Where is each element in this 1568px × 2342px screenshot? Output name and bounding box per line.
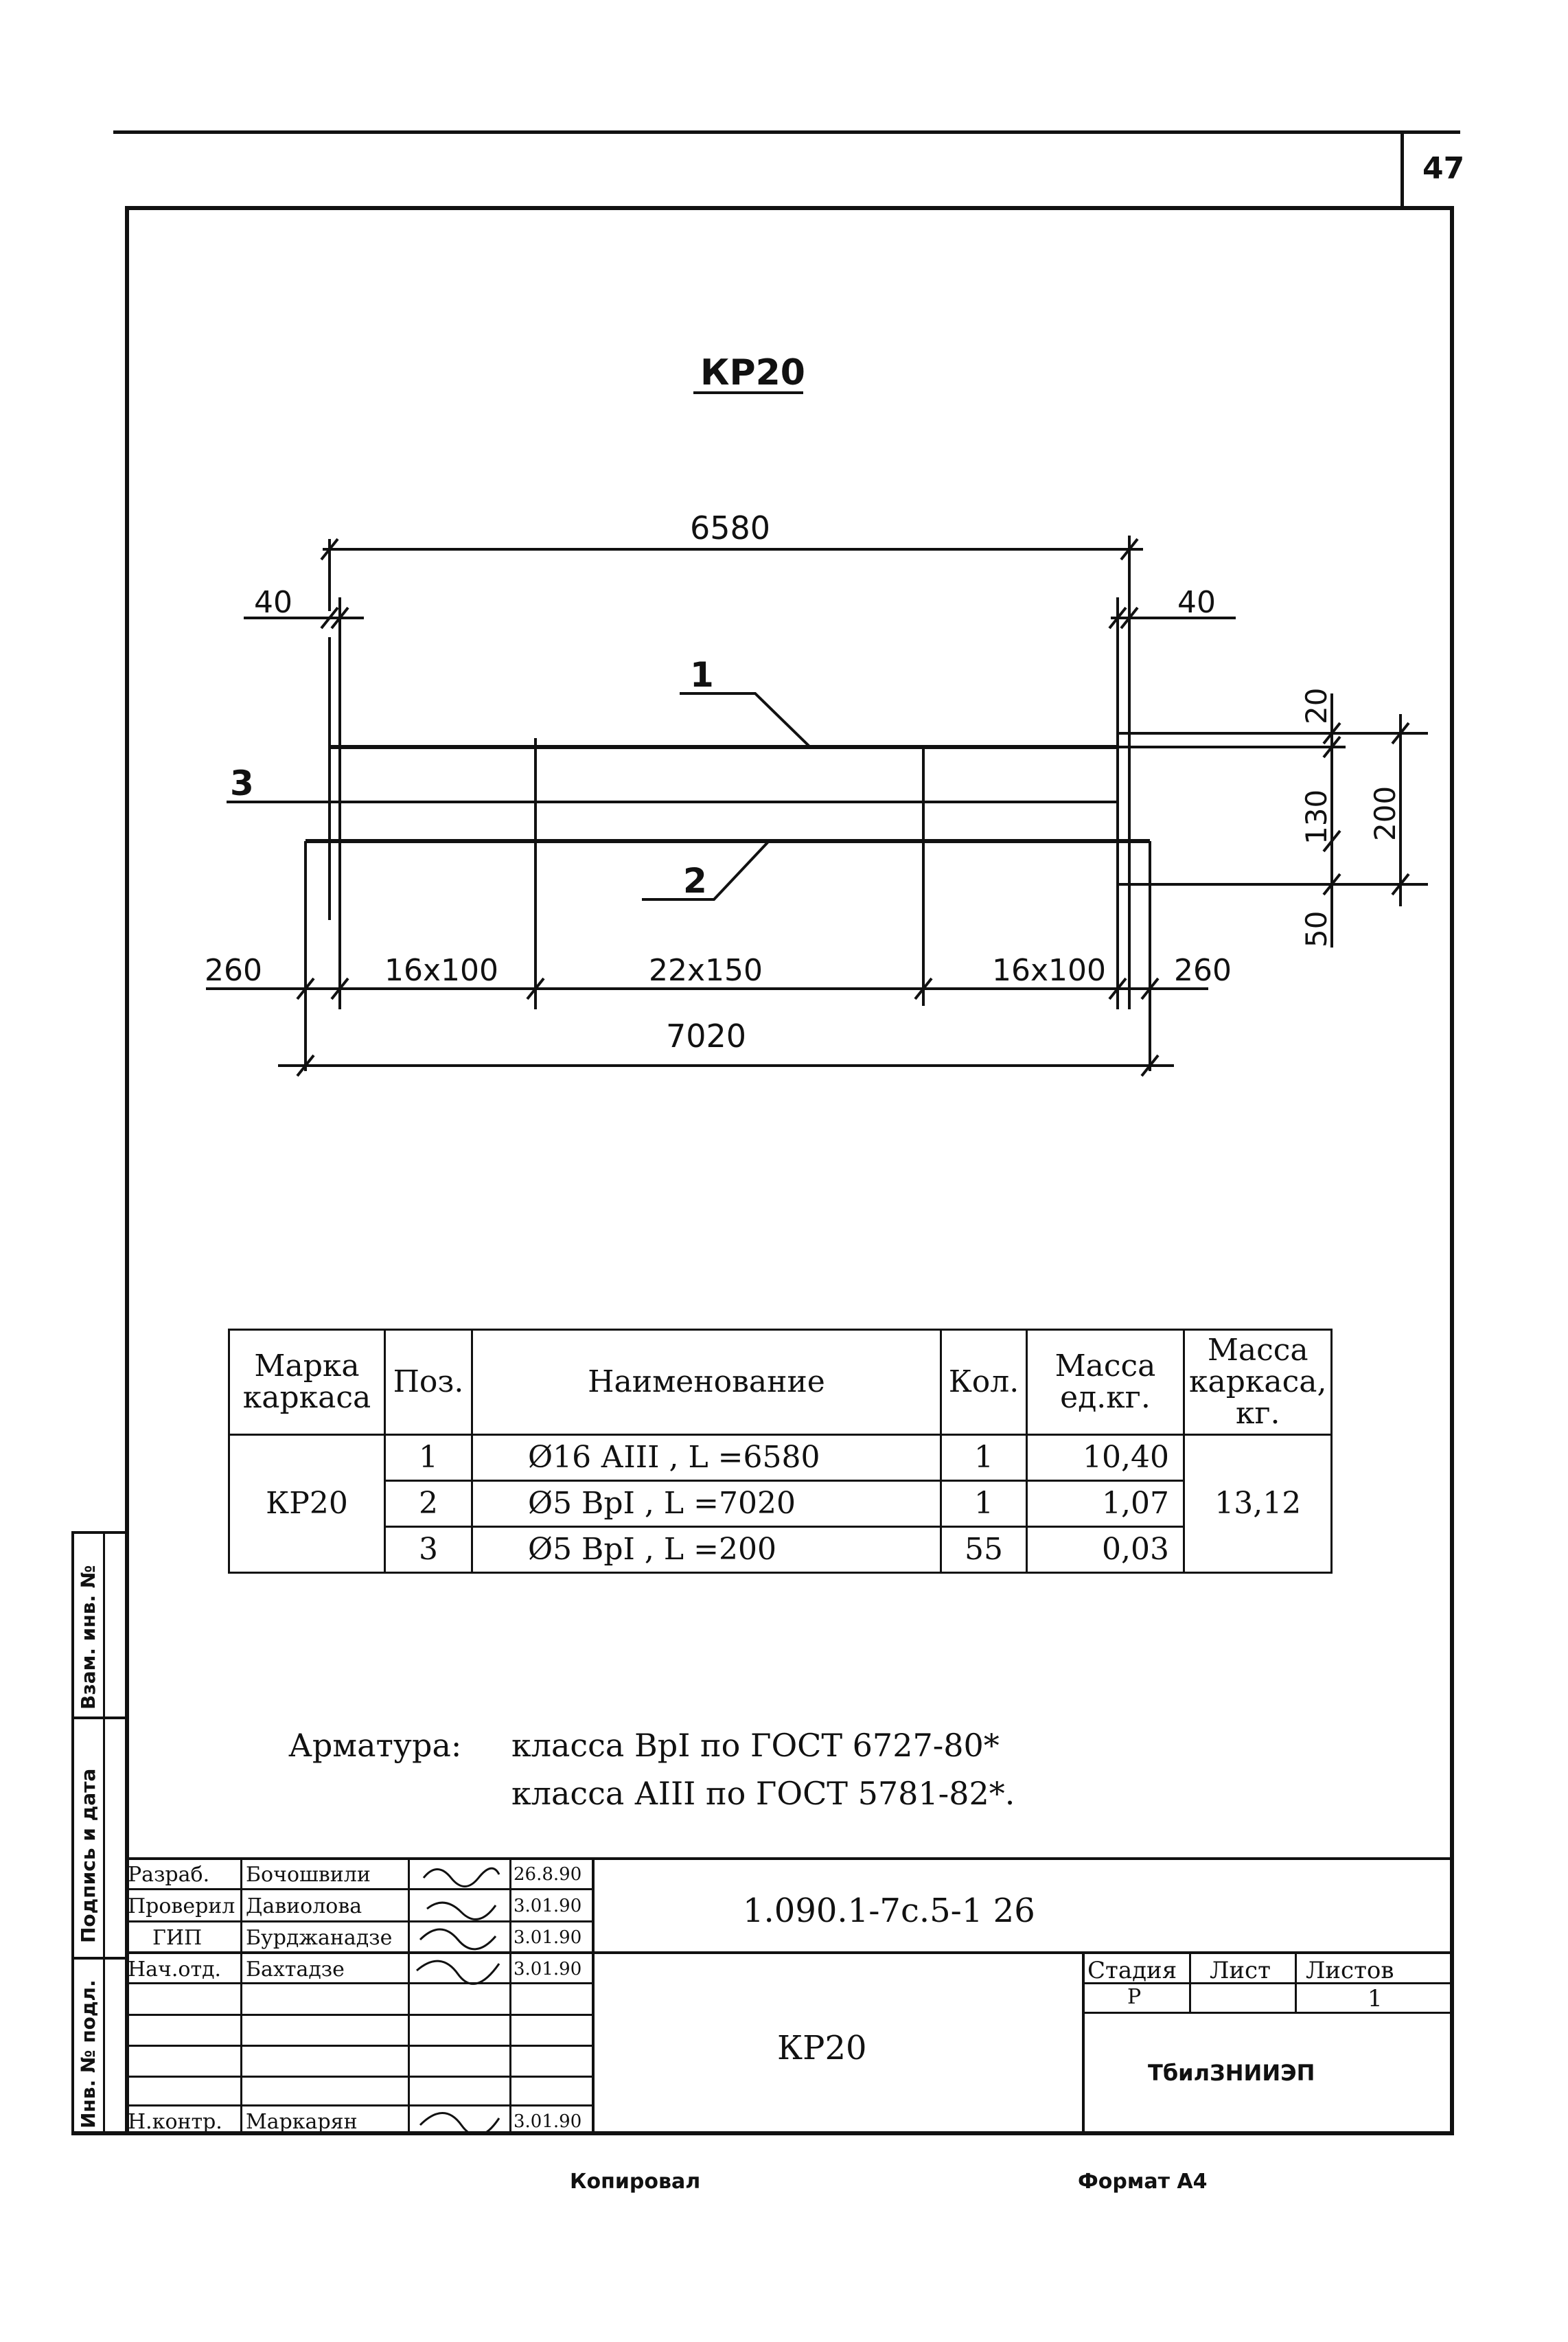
top-outer-rule — [113, 130, 1460, 134]
cell-mass: 0,03 — [1026, 1526, 1185, 1574]
table-row: КР20 1 Ø16 АIII , L =6580 1 10,40 13,12 — [228, 1434, 1333, 1574]
title-block: Разраб. Проверил ГИП Нач.отд. Н.контр. Б… — [125, 1857, 1454, 2135]
footer-copied: Копировал — [570, 2170, 701, 2194]
date-norm-control: 3.01.90 — [514, 2111, 582, 2132]
dim-end-left: 260 — [205, 953, 262, 988]
dim-height-mid: 130 — [1300, 790, 1333, 845]
name-checker: Давиолова — [246, 1894, 362, 1918]
sheets-label: Листов — [1306, 1957, 1394, 1984]
table-row: 2 Ø5 ВрI , L =7020 1 1,07 — [229, 1480, 1332, 1528]
header-mark: Марка каркаса — [228, 1329, 386, 1436]
notes-label: Арматура: — [288, 1727, 462, 1764]
dim-pitch-right: 16x100 — [992, 953, 1106, 988]
table-row: 3 Ø5 ВрI , L =200 55 0,03 — [229, 1526, 1332, 1574]
dim-height-total: 200 — [1368, 786, 1402, 841]
notes-line-1: класса ВрI по ГОСТ 6727-80* — [511, 1727, 1000, 1764]
cell-pos: 2 — [384, 1480, 473, 1528]
date-chief-engineer: 3.01.90 — [514, 1927, 582, 1948]
rebar-cage-drawing: КР20 6580 40 40 1 2 3 260 16x100 22x150 … — [205, 352, 1428, 1077]
dim-end-right: 260 — [1174, 953, 1232, 988]
date-dept-head: 3.01.90 — [514, 1959, 582, 1979]
position-2-label: 2 — [683, 861, 707, 901]
cell-qty: 55 — [940, 1526, 1028, 1574]
cell-mass: 1,07 — [1026, 1480, 1185, 1528]
product-name: КР20 — [777, 2029, 867, 2067]
role-chief-engineer: ГИП — [152, 1926, 203, 1950]
role-checker: Проверил — [128, 1894, 235, 1918]
side-stamp: Взам. инв. № Подпись и дата Инв. № подл. — [71, 1531, 125, 2135]
stage-value: Р — [1127, 1985, 1142, 2009]
stamp-inv-replacement: Взам. инв. № — [77, 1565, 100, 1710]
role-norm-control: Н.контр. — [128, 2110, 222, 2134]
stage-label: Стадия — [1087, 1957, 1177, 1984]
sheet-label: Лист — [1210, 1957, 1271, 1984]
name-norm-control: Маркарян — [246, 2110, 358, 2134]
name-dept-head: Бахтадзе — [246, 1958, 345, 1982]
cell-name: Ø16 АIII , L =6580 — [471, 1434, 942, 1482]
header-frame-mass: Масса каркаса, кг. — [1182, 1329, 1333, 1436]
organization-name: ТбилЗНИИЭП — [1148, 2060, 1315, 2086]
role-developer: Разраб. — [128, 1863, 210, 1887]
dim-right-offset: 40 — [1177, 585, 1216, 620]
dim-height-bottom: 50 — [1300, 911, 1333, 948]
frame-right — [1450, 206, 1454, 2135]
dim-bottom-length: 7020 — [666, 1018, 746, 1055]
frame-top — [129, 206, 1453, 210]
name-chief-engineer: Бурджанадзе — [246, 1926, 393, 1950]
spec-header-row: Марка каркаса Поз. Наименование Кол. Мас… — [228, 1329, 1333, 1436]
header-unit-mass: Масса ед.кг. — [1026, 1329, 1185, 1436]
stamp-sign-date: Подпись и дата — [77, 1768, 100, 1943]
cell-mass: 10,40 — [1026, 1434, 1185, 1482]
document-code: 1.090.1-7с.5-1 26 — [743, 1892, 1035, 1930]
dim-top-length: 6580 — [690, 509, 770, 547]
cell-qty: 1 — [940, 1434, 1028, 1482]
sheet-number: 47 — [1422, 151, 1465, 186]
position-1-label: 1 — [690, 655, 714, 695]
notes-line-2: класса АIII по ГОСТ 5781-82*. — [511, 1775, 1015, 1812]
dim-left-offset: 40 — [254, 585, 292, 620]
cell-pos: 1 — [384, 1434, 473, 1482]
drawing-title: КР20 — [700, 352, 805, 393]
sheet-number-divider — [1400, 130, 1404, 206]
dim-pitch-left: 16x100 — [384, 953, 498, 988]
dim-pitch-middle: 22x150 — [649, 953, 763, 988]
header-qty: Кол. — [940, 1329, 1028, 1436]
cell-qty: 1 — [940, 1480, 1028, 1528]
name-developer: Бочошвили — [246, 1863, 371, 1887]
date-checker: 3.01.90 — [514, 1896, 582, 1916]
sheets-value: 1 — [1368, 1985, 1383, 2012]
specification-table: Марка каркаса Поз. Наименование Кол. Мас… — [228, 1329, 1333, 1574]
frame-left — [125, 206, 129, 2135]
header-name: Наименование — [471, 1329, 942, 1436]
frame-bottom — [71, 2131, 1454, 2135]
footer-format: Формат А4 — [1078, 2170, 1208, 2194]
stamp-inv-original: Инв. № подл. — [77, 1979, 100, 2128]
signatures — [416, 1867, 500, 2135]
role-dept-head: Нач.отд. — [128, 1958, 222, 1982]
header-pos: Поз. — [384, 1329, 473, 1436]
position-3-label: 3 — [230, 764, 254, 803]
cell-name: Ø5 ВрI , L =7020 — [471, 1480, 942, 1528]
cell-name: Ø5 ВрI , L =200 — [471, 1526, 942, 1574]
cell-pos: 3 — [384, 1526, 473, 1574]
date-developer: 26.8.90 — [514, 1864, 582, 1885]
cell-mark: КР20 — [228, 1434, 386, 1574]
cell-frame-mass: 13,12 — [1182, 1434, 1333, 1574]
dim-height-top: 20 — [1300, 688, 1333, 724]
